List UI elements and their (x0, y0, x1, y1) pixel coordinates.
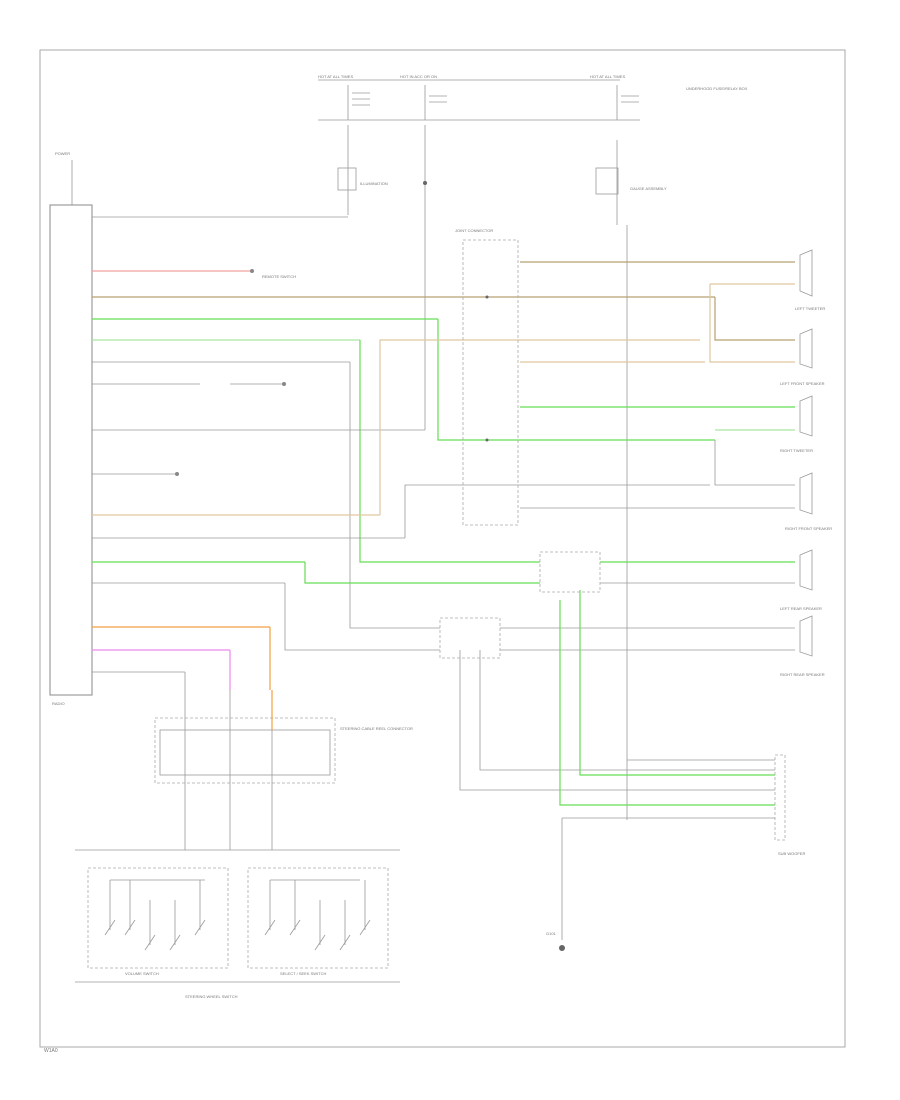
steering-switch-label: STEERING WHEEL SWITCH (185, 994, 238, 999)
joint-connector: JOINT CONNECTOR (455, 228, 519, 526)
hot-label-1: HOT AT ALL TIMES (318, 74, 353, 79)
power-bus: HOT AT ALL TIMES HOT IN ACC OR ON HOT AT… (318, 74, 748, 121)
fuse-box-label: UNDERHOOD FUSE/RELAY BOX (686, 86, 748, 91)
steering-wheel-switch: VOLUME SWITCH SELECT / SEEK SWITCH STEER… (75, 849, 400, 999)
junction-label: JOINT CONNECTOR (455, 228, 493, 233)
radio-top-label: POWER (55, 151, 70, 156)
cable-reel: STEERING CABLE REEL CONNECTOR (154, 690, 413, 850)
footer-code: W1A0 (44, 1048, 58, 1054)
subwoofer-label: SUB WOOFER (778, 851, 805, 856)
remote-label: REMOTE SWITCH (262, 274, 296, 279)
hot-label-2: HOT IN ACC OR ON (400, 74, 437, 79)
volume-switch-label: VOLUME SWITCH (125, 971, 159, 976)
illum-label: ILLUMINATION (360, 181, 388, 186)
speaker-front-right: LEFT FRONT SPEAKER (780, 328, 825, 386)
right-rear-label: RIGHT REAR SPEAKER (780, 672, 825, 677)
radio-label: RADIO (52, 701, 65, 706)
radio-unit: POWER RADIO (49, 151, 93, 706)
front-right-label: LEFT FRONT SPEAKER (780, 381, 825, 386)
diagram-border (39, 49, 846, 1048)
left-rear-label: LEFT REAR SPEAKER (780, 606, 822, 611)
right-front-label: RIGHT FRONT SPEAKER (785, 526, 832, 531)
select-switch-label: SELECT / SEEK SWITCH (280, 971, 326, 976)
speaker-right-tweeter: RIGHT TWEETER (780, 395, 813, 453)
speaker-wires (439, 261, 795, 659)
speaker-right-rear: RIGHT REAR SPEAKER (780, 615, 825, 677)
subwoofer-wiring: SUB WOOFER G101 (459, 590, 805, 951)
radio-box (49, 204, 93, 696)
speaker-front-left: LEFT TWEETER (795, 249, 825, 311)
gauge-label: GAUGE ASSEMBLY (630, 186, 667, 191)
cable-reel-label: STEERING CABLE REEL CONNECTOR (340, 726, 413, 731)
speaker-right-front: RIGHT FRONT SPEAKER (785, 472, 832, 531)
hot-label-3: HOT AT ALL TIMES (590, 74, 625, 79)
radio-wires: REMOTE SWITCH (92, 216, 540, 690)
speaker-left-rear: LEFT REAR SPEAKER (780, 549, 822, 611)
ground-label: G101 (546, 931, 557, 936)
front-left-label: LEFT TWEETER (795, 306, 825, 311)
right-tweeter-label: RIGHT TWEETER (780, 448, 813, 453)
